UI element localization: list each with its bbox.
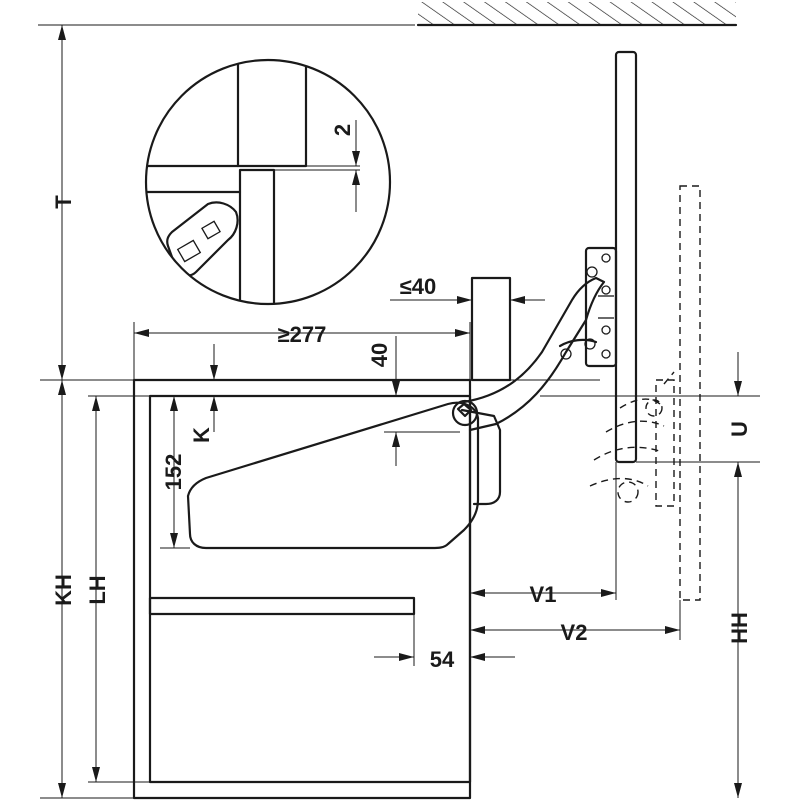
dim-u bbox=[540, 352, 760, 490]
dim-kh bbox=[58, 380, 66, 798]
flap-door-open bbox=[614, 50, 638, 464]
flap-door-dashed bbox=[589, 185, 701, 601]
cabinet-front-edge bbox=[470, 276, 512, 382]
label-t: T bbox=[51, 195, 76, 209]
dim-v2 bbox=[470, 626, 680, 634]
dim-277 bbox=[133, 322, 471, 380]
dim-lh bbox=[92, 396, 100, 782]
cabinet-body bbox=[40, 378, 472, 800]
dim-t bbox=[58, 25, 66, 380]
dim-40-max bbox=[390, 296, 545, 304]
label-54: 54 bbox=[430, 647, 455, 672]
label-lh: LH bbox=[85, 575, 110, 604]
dim-k bbox=[210, 396, 460, 466]
label-v1: V1 bbox=[530, 582, 557, 607]
dim-40 bbox=[210, 336, 400, 396]
label-k: K bbox=[189, 427, 214, 443]
label-277: ≥277 bbox=[278, 322, 327, 347]
dim-152 bbox=[160, 395, 190, 549]
label-kh: KH bbox=[51, 574, 76, 606]
lift-mechanism bbox=[186, 246, 618, 550]
label-40-max: ≤40 bbox=[400, 274, 437, 299]
label-v2: V2 bbox=[561, 620, 588, 645]
detail-circle bbox=[144, 58, 392, 306]
dim-54 bbox=[374, 614, 515, 666]
label-152: 152 bbox=[161, 454, 186, 491]
dim-2 bbox=[352, 120, 360, 212]
ceiling-hatch bbox=[416, 2, 738, 27]
label-u: U bbox=[727, 421, 752, 437]
label-hh: HH bbox=[727, 612, 752, 644]
label-2: 2 bbox=[330, 124, 355, 136]
label-40: 40 bbox=[367, 343, 392, 367]
dim-v1 bbox=[470, 589, 616, 597]
